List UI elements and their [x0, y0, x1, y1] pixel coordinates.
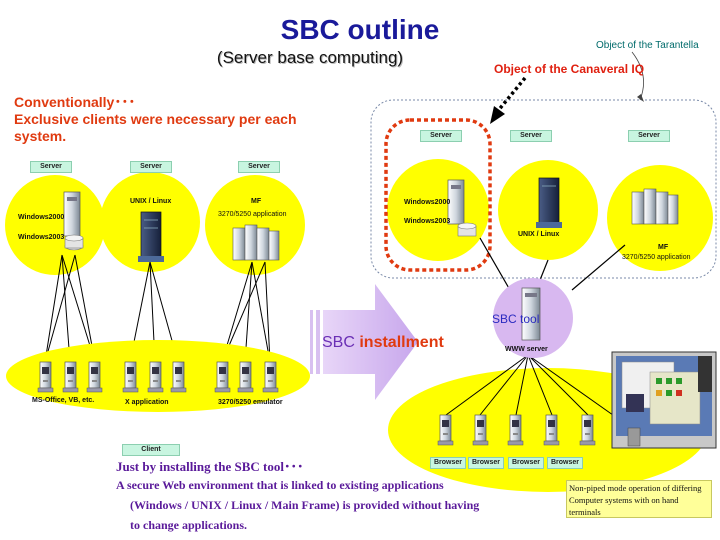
- tarantella-note: Object of the Tarantella: [596, 40, 699, 51]
- sbc-installment-part1: SBC: [322, 334, 360, 351]
- unix-server-icon: [138, 211, 164, 262]
- right-windows-server-icon: [447, 179, 477, 237]
- right-mf-label: MF: [658, 244, 669, 251]
- conventional-line-3: system.: [14, 128, 67, 144]
- just-installing-text: Just by installing the SBC tool･･･: [116, 459, 304, 474]
- canaveral-frame: [384, 118, 492, 272]
- server-tag: Server: [510, 130, 552, 142]
- windows-server-bubble: [5, 175, 105, 275]
- sbc-installment-label: SBC installment: [322, 334, 444, 352]
- browser-tag: Browser: [547, 457, 583, 469]
- description-line-1: A secure Web environment that is linked …: [116, 478, 444, 492]
- mf-label: MF: [251, 198, 262, 205]
- conventional-line-2: Exclusive clients were necessary per eac…: [14, 111, 297, 127]
- sbc-tool-label: SBC tool: [492, 312, 540, 326]
- right-unix-linux-label: UNIX / Linux: [518, 231, 560, 238]
- browser-tag: Browser: [430, 457, 466, 469]
- windows2003-label: Windows2003: [18, 234, 65, 241]
- www-server-label: WWW server: [505, 346, 548, 353]
- windows2000-label: Windows2000: [18, 214, 65, 221]
- browser-tag: Browser: [508, 457, 544, 469]
- conventional-text: Conventionally･･･ Exclusive clients were…: [14, 94, 297, 145]
- sbc-installment-part2: installment: [359, 334, 444, 351]
- right-unix-server-icon: [536, 177, 562, 228]
- nonpiped-line-3: terminals: [569, 507, 601, 517]
- windows-server-icon: [63, 191, 84, 251]
- server-tag: Server: [130, 161, 172, 173]
- sbc-installment-arrow: [310, 284, 418, 400]
- description-line-2: (Windows / UNIX / Linux / Main Frame) is…: [130, 498, 480, 512]
- server-to-sbc-lines: [479, 237, 626, 291]
- client-label-emulator: 3270/5250 emulator: [218, 399, 283, 406]
- right-windows2000-label: Windows2000: [404, 199, 451, 206]
- mainframe-icon: [232, 224, 280, 261]
- canaveral-pointer: [495, 76, 527, 114]
- sbc-to-browser-lines: [445, 354, 621, 421]
- server-tag: Server: [628, 130, 670, 142]
- server-tag: Server: [30, 161, 72, 173]
- client-pc-icons: [37, 361, 279, 393]
- nonpiped-line-1: Non-piped mode operation of differing: [569, 483, 702, 493]
- www-server-icon: [521, 287, 541, 341]
- server-tag: Server: [238, 161, 280, 173]
- right-windows-bubble: [387, 159, 489, 261]
- canaveral-note: Object of the Canaveral IQ: [494, 62, 645, 76]
- mf-application-label: 3270/5250 application: [218, 211, 287, 218]
- description-line-3: to change applications.: [130, 518, 248, 532]
- tarantella-pointer: [631, 51, 644, 101]
- client-label-x: X application: [125, 399, 169, 406]
- browser-tag: Browser: [468, 457, 504, 469]
- right-windows2003-label: Windows2003: [404, 218, 451, 225]
- server-tag: Server: [420, 130, 462, 142]
- nonpiped-line-2: Computer systems with on hand: [569, 495, 679, 505]
- conventional-line-1: Conventionally･･･: [14, 94, 136, 110]
- right-mf-application-label: 3270/5250 application: [622, 254, 691, 261]
- page-subtitle: (Server base computing): [216, 48, 404, 67]
- client-tag: Client: [122, 444, 180, 456]
- client-label-office: MS-Office, VB, etc.: [32, 397, 95, 404]
- page-title: SBC outline: [280, 14, 440, 45]
- terminal-screenshot: [611, 351, 717, 449]
- nonpiped-note: Non-piped mode operation of differing Co…: [566, 480, 712, 518]
- unix-linux-label: UNIX / Linux: [130, 198, 172, 205]
- right-mainframe-icon: [631, 188, 679, 225]
